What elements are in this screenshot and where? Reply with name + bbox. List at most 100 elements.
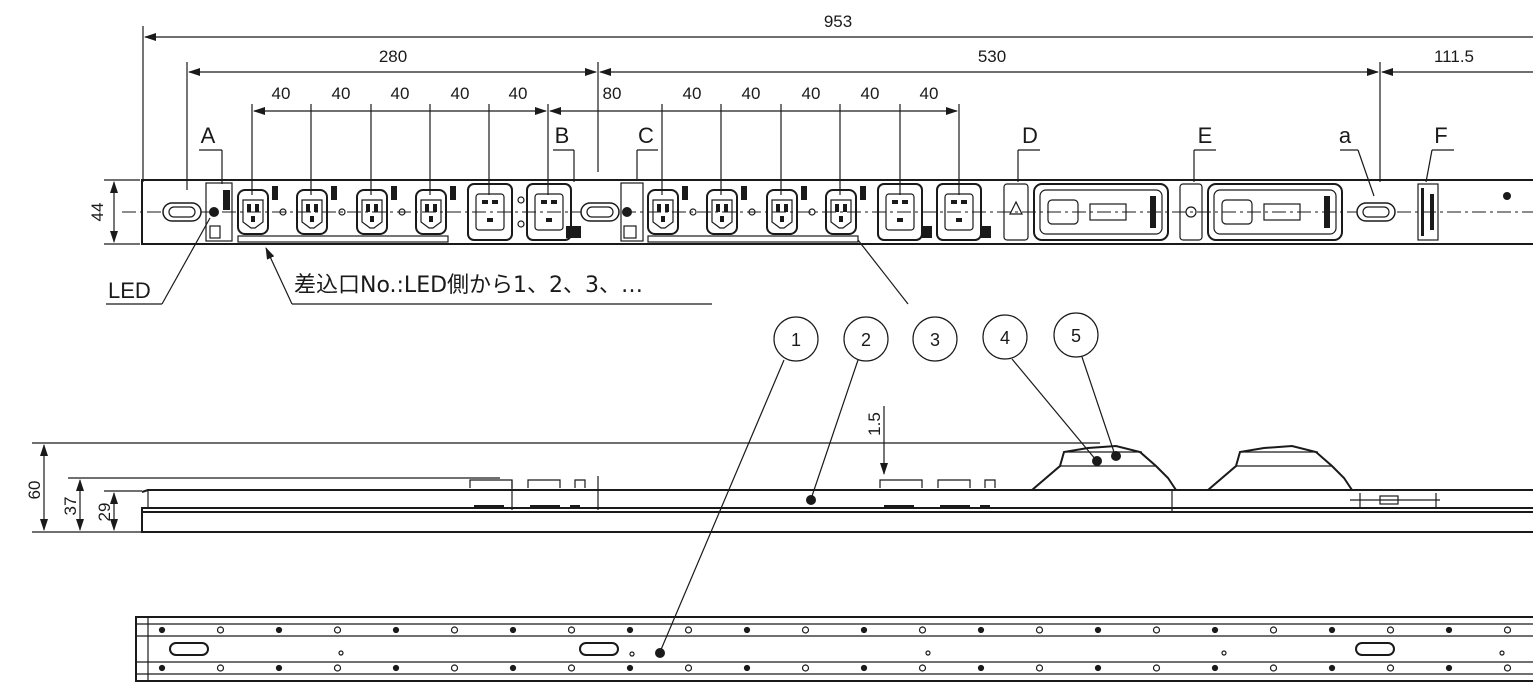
bubble-1: 1	[791, 330, 801, 350]
outlet-c19	[877, 183, 932, 241]
mounting-hole	[684, 626, 693, 634]
breaker-module	[1207, 183, 1343, 241]
mounting-hole	[333, 626, 342, 634]
mounting-hole	[392, 664, 400, 672]
dim-pitch: 40	[332, 84, 351, 103]
mounting-hole	[684, 664, 693, 672]
mounting-hole	[977, 626, 985, 634]
mounting-hole	[1445, 626, 1453, 634]
mounting-hole	[860, 626, 868, 634]
dim-height-side-mid: 37	[61, 497, 80, 516]
dimension-lines	[104, 26, 1533, 245]
mounting-hole	[626, 664, 634, 672]
dim-pitch: 40	[451, 84, 470, 103]
bubble-4: 4	[1000, 328, 1010, 348]
outlet-c19	[936, 183, 991, 241]
dim-pitch: 40	[861, 84, 880, 103]
label-a-upper: A	[201, 123, 216, 148]
mounting-hole	[216, 626, 225, 634]
mounting-hole	[158, 664, 166, 672]
mounting-hole	[450, 626, 459, 634]
hole-row-bottom	[158, 664, 1512, 672]
mounting-hole	[743, 664, 751, 672]
dim-pitch: 40	[802, 84, 821, 103]
label-b: B	[555, 123, 570, 148]
bubbles: 1 2 3 4 5	[655, 312, 1121, 658]
outlet-c13	[237, 186, 287, 235]
mounting-hole	[567, 626, 576, 634]
dim-pitch: 40	[742, 84, 761, 103]
label-c: C	[638, 123, 654, 148]
mounting-hole	[918, 626, 927, 634]
bubble-2: 2	[861, 330, 871, 350]
mounting-hole	[1211, 664, 1219, 672]
outlet-c13	[766, 186, 816, 235]
dim-section2: 530	[978, 47, 1006, 66]
dim-pitch: 40	[509, 84, 528, 103]
mounting-hole	[216, 664, 225, 672]
mounting-hole	[1035, 626, 1044, 634]
mounting-hole	[333, 664, 342, 672]
mounting-hole	[1503, 664, 1512, 672]
mounting-hole	[509, 664, 517, 672]
label-d: D	[1022, 123, 1038, 148]
mounting-hole	[1269, 626, 1278, 634]
dim-gap: 80	[603, 84, 622, 103]
part-labels: A B C D E a F	[199, 123, 1454, 197]
mounting-hole	[1386, 626, 1395, 634]
breaker-module	[1033, 183, 1169, 241]
label-a-lower: a	[1339, 123, 1352, 148]
dim-height-side-total: 60	[25, 481, 44, 500]
mounting-hole	[626, 626, 634, 634]
front-view	[122, 179, 1533, 245]
mounting-hole	[509, 626, 517, 634]
dim-pitch: 40	[920, 84, 939, 103]
outlet-c19	[467, 183, 525, 241]
side-view: 60 37 29 1.5	[25, 406, 1533, 533]
mounting-hole	[918, 664, 927, 672]
mounting-hole	[1328, 664, 1336, 672]
mounting-hole	[1211, 626, 1219, 634]
mounting-hole	[158, 626, 166, 634]
outlet-c13	[706, 186, 756, 235]
mounting-hole	[275, 664, 283, 672]
mounting-hole	[450, 664, 459, 672]
outlet-c13	[296, 186, 346, 235]
dim-pitch: 40	[683, 84, 702, 103]
mounting-hole	[1152, 626, 1161, 634]
mounting-hole	[1035, 664, 1044, 672]
led-callout: LED	[108, 278, 151, 303]
hole-row-top	[158, 626, 1512, 634]
mounting-hole	[801, 626, 810, 634]
mounting-hole	[1503, 626, 1512, 634]
bottom-view	[135, 616, 1533, 682]
dim-thickness: 1.5	[865, 412, 884, 436]
mounting-hole	[1386, 664, 1395, 672]
outlet-c13	[356, 186, 406, 235]
outlet-note: 差込口No.:LED側から1、2、3、…	[294, 273, 643, 298]
mounting-hole	[275, 626, 283, 634]
bubble-3: 3	[930, 330, 940, 350]
outlet-c13	[825, 186, 866, 235]
mounting-hole	[1152, 664, 1161, 672]
callouts: LED 差込口No.:LED側から1、2、3、…	[106, 217, 909, 305]
mounting-hole	[567, 664, 576, 672]
dim-section3: 111.5	[1434, 47, 1474, 66]
label-f: F	[1434, 123, 1447, 148]
dim-overall: 953	[824, 12, 852, 31]
mounting-hole	[977, 664, 985, 672]
mounting-hole	[392, 626, 400, 634]
dimension-texts: 953 280 530 111.5 40 40 40 40 40 80 40 4…	[88, 12, 1474, 221]
mounting-hole	[1094, 664, 1102, 672]
outlet-c13	[415, 186, 456, 235]
mounting-hole	[860, 664, 868, 672]
dim-pitch: 40	[272, 84, 291, 103]
mounting-hole	[1328, 626, 1336, 634]
dim-pitch: 40	[391, 84, 410, 103]
mounting-hole	[801, 664, 810, 672]
outlet-c13	[647, 186, 697, 235]
label-e: E	[1198, 123, 1213, 148]
mounting-hole	[1445, 664, 1453, 672]
bubble-5: 5	[1071, 326, 1081, 346]
